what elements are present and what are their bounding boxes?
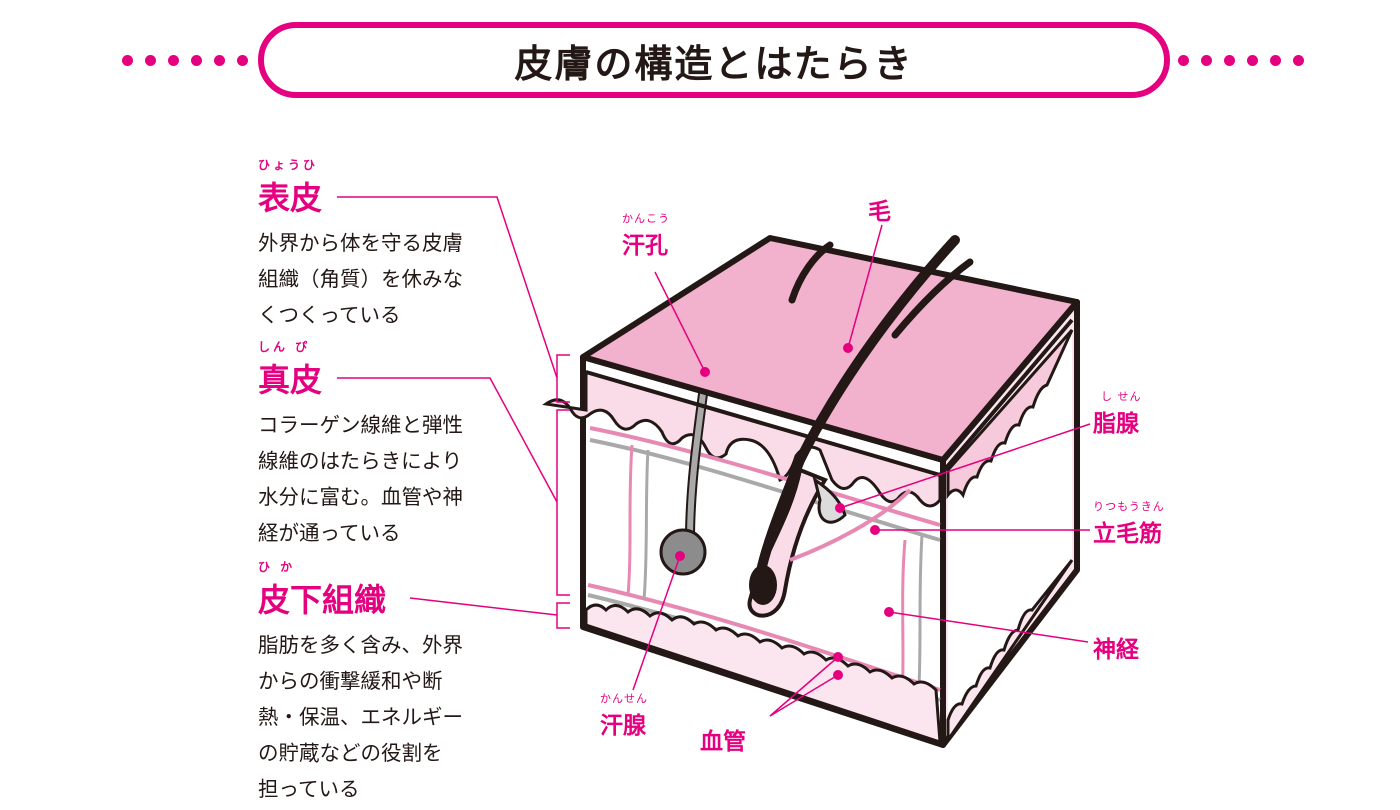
subcutis-heading: 皮下組織 [258, 581, 387, 619]
layer-epidermis: ひょうひ 表皮 外界から体を守る皮膚 組織（角質）を休みな くつくっている [258, 156, 508, 333]
desc-line: 経が通っている [258, 521, 401, 545]
epidermis-heading: 表皮 [258, 179, 323, 217]
desc-line: 脂肪を多く含み、外界 [258, 633, 463, 657]
desc-line: 外界から体を守る皮膚 [258, 231, 463, 255]
arrector-muscle [789, 488, 912, 562]
desc-line: 担っている [258, 777, 360, 801]
hair-top-1 [788, 241, 834, 304]
desc-line: 熱・保温、エネルギー [258, 705, 463, 729]
title-banner: 皮膚の構造とはたらき [258, 22, 1170, 98]
marker-dots [675, 343, 894, 680]
label-hair: 毛 [868, 192, 891, 226]
blood-vessel-lower [587, 583, 941, 692]
sweat-gland-ruby: かんせん [600, 692, 648, 705]
hair-bulb [749, 565, 777, 605]
layer-brackets [337, 196, 570, 629]
nerve-label: 神経 [1093, 637, 1139, 663]
dermis-description: コラーゲン線維と弾性 線維のはたらきにより 水分に富む。血管や神 経が通っている [258, 407, 508, 551]
decorative-dots-left [122, 55, 248, 66]
pore-label: 汗孔 [622, 233, 668, 259]
epidermis-ruby: ひょうひ [258, 158, 319, 172]
label-vessel: 血管 [700, 722, 746, 756]
desc-line: 線維のはたらきにより [258, 449, 463, 473]
subcutis-layer [584, 603, 942, 745]
arrector-ruby: りつもうきん [1093, 500, 1165, 513]
desc-line: 水分に富む。血管や神 [258, 485, 463, 509]
hair-label: 毛 [868, 199, 891, 225]
lymph-line-upper [589, 438, 941, 542]
label-sebaceous: し せん 脂腺 [1093, 388, 1142, 438]
desc-line: 組織（角質）を休みな [258, 267, 463, 291]
page-title: 皮膚の構造とはたらき [514, 41, 914, 86]
arrector-label: 立毛筋 [1093, 521, 1162, 547]
desc-line: コラーゲン線維と弾性 [258, 413, 463, 437]
desc-line: からの衝撃緩和や断 [258, 669, 443, 693]
label-pore: かんこう 汗孔 [622, 210, 670, 260]
epidermis-description: 外界から体を守る皮膚 組織（角質）を休みな くつくっている [258, 225, 508, 333]
leader-lines [632, 224, 1091, 717]
right-dermis-fill [948, 330, 1072, 720]
layer-dermis: しん ぴ 真皮 コラーゲン線維と弾性 線維のはたらきにより 水分に富む。血管や神… [258, 338, 508, 551]
epidermis-layer [542, 370, 942, 508]
pore-ruby: かんこう [622, 212, 670, 225]
dermis-ruby: しん ぴ [258, 340, 311, 354]
subcutis-description: 脂肪を多く含み、外界 からの衝撃緩和や断 熱・保温、エネルギー の貯蔵などの役割… [258, 627, 508, 807]
desc-line: の貯蔵などの役割を [258, 741, 443, 765]
hair-top-2 [891, 258, 974, 339]
label-arrector: りつもうきん 立毛筋 [1093, 498, 1165, 548]
dermis-heading: 真皮 [258, 361, 323, 399]
sebaceous-label: 脂腺 [1093, 411, 1139, 437]
vertical-vessel-2 [642, 449, 650, 601]
label-nerve: 神経 [1093, 630, 1139, 664]
decorative-dots-right [1178, 55, 1304, 66]
vessel-label: 血管 [700, 729, 746, 755]
label-sweat-gland: かんせん 汗腺 [600, 690, 648, 740]
sweat-gland-label: 汗腺 [600, 713, 646, 739]
desc-line: くつくっている [258, 303, 401, 327]
sebaceous-ruby: し せん [1101, 390, 1142, 403]
layer-subcutis: ひ か 皮下組織 脂肪を多く含み、外界 からの衝撃緩和や断 熱・保温、エネルギー… [258, 558, 508, 807]
blood-vessel-upper [589, 426, 941, 527]
hair-shaft [753, 235, 960, 595]
vertical-vessel [626, 444, 634, 596]
right-subcutis-wave [946, 559, 1074, 745]
right-epidermis-wave [946, 329, 1074, 500]
subcutis-ruby: ひ か [258, 560, 296, 574]
